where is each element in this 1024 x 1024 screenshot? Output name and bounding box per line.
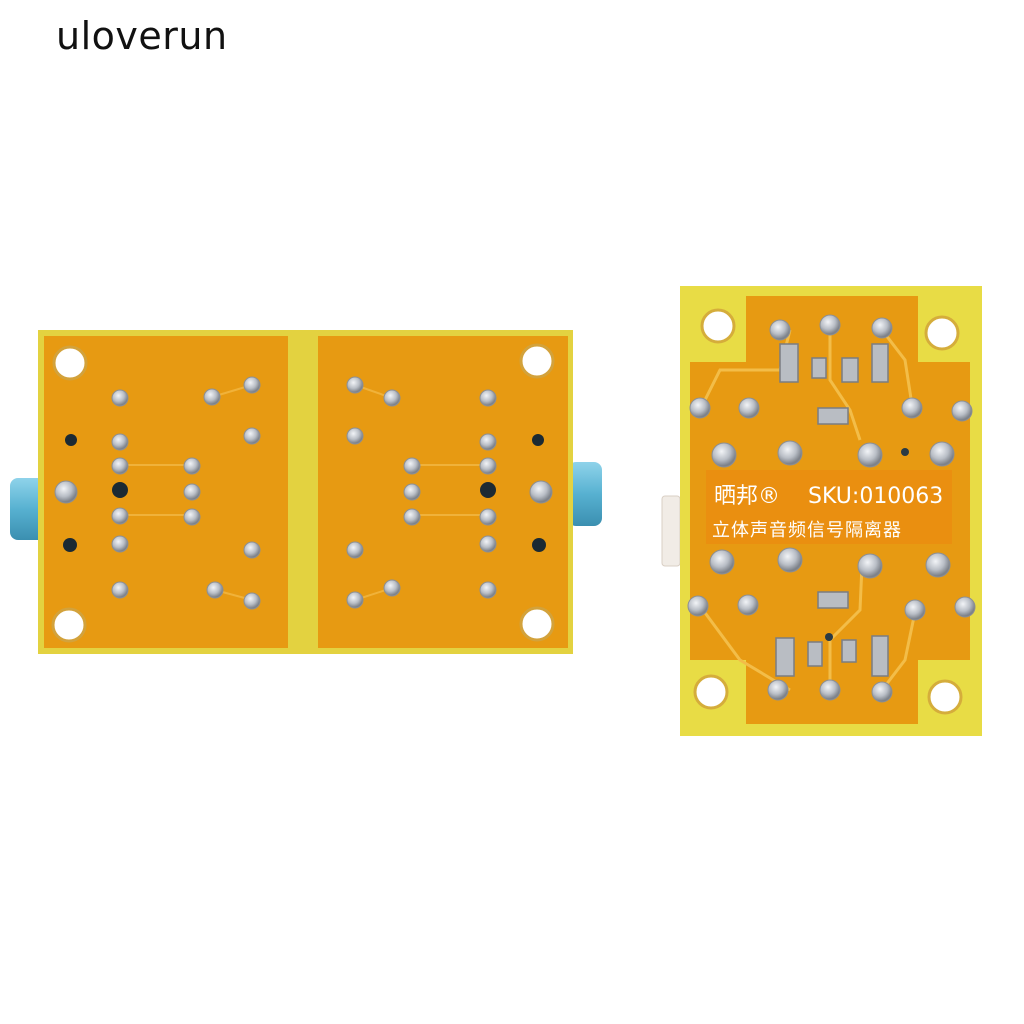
left-board-vias (63, 434, 546, 552)
right-board-solder-joints (687, 314, 976, 703)
watermark-brand: uloverun (56, 14, 228, 58)
right-board-smd-components (775, 343, 889, 677)
right-pcb-board: 晒邦® SKU:010063 立体声音频信号隔离器 (661, 286, 982, 736)
left-pcb-board (10, 330, 602, 654)
right-jack-connector (568, 462, 602, 526)
left-board-mounting-holes (51, 343, 555, 643)
right-board-vias (825, 448, 909, 641)
side-connector (661, 495, 681, 567)
label-strip (706, 470, 952, 544)
left-board-solder-joints (54, 376, 553, 610)
sku-label: SKU:010063 (808, 484, 943, 509)
brand-label: 晒邦® (714, 484, 780, 509)
right-board-mounting-holes (693, 308, 963, 715)
right-board-traces (698, 329, 917, 692)
left-jack-connector (10, 478, 46, 540)
description-label: 立体声音频信号隔离器 (712, 520, 902, 541)
